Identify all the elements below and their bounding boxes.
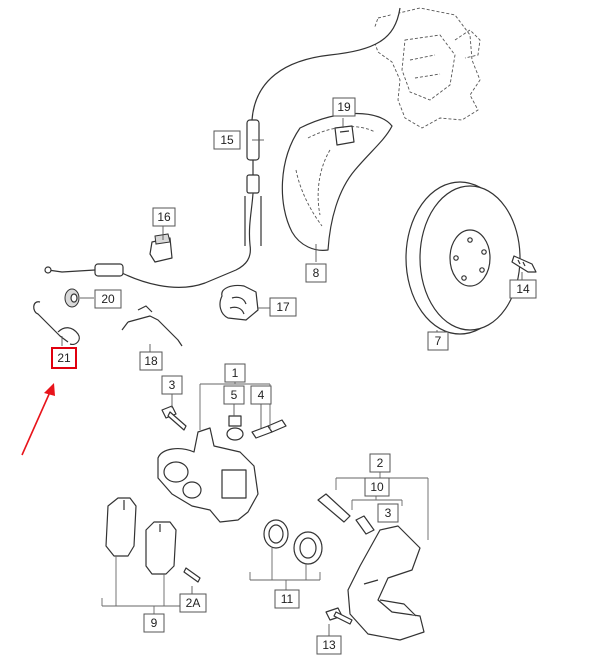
svg-text:20: 20 bbox=[101, 292, 115, 306]
svg-text:5: 5 bbox=[231, 388, 238, 402]
guide-bolt bbox=[251, 419, 287, 439]
svg-text:10: 10 bbox=[370, 480, 384, 494]
svg-text:7: 7 bbox=[435, 334, 442, 348]
svg-text:2A: 2A bbox=[186, 596, 201, 610]
guide-pin bbox=[183, 567, 201, 583]
group-brackets bbox=[101, 374, 429, 614]
bleeder-valve bbox=[226, 415, 244, 441]
callout-1[interactable]: 1 bbox=[224, 363, 246, 383]
brake-pads bbox=[105, 497, 177, 575]
brake-disc bbox=[405, 181, 521, 335]
svg-text:3: 3 bbox=[169, 378, 176, 392]
callout-9[interactable]: 9 bbox=[143, 613, 165, 633]
cable-bracket bbox=[121, 305, 183, 347]
sensor-cap bbox=[64, 288, 80, 308]
svg-text:13: 13 bbox=[322, 638, 336, 652]
svg-text:21: 21 bbox=[57, 351, 71, 365]
callout-20[interactable]: 20 bbox=[94, 289, 122, 309]
svg-text:16: 16 bbox=[157, 210, 171, 224]
svg-text:9: 9 bbox=[151, 616, 158, 630]
callout-11[interactable]: 11 bbox=[274, 589, 300, 609]
callout-4[interactable]: 4 bbox=[250, 385, 272, 405]
callout-3-left[interactable]: 3 bbox=[161, 375, 183, 395]
callout-18[interactable]: 18 bbox=[139, 351, 163, 371]
svg-text:3: 3 bbox=[385, 506, 392, 520]
brake-carrier bbox=[347, 525, 425, 641]
callout-15[interactable]: 15 bbox=[213, 130, 241, 150]
svg-text:11: 11 bbox=[281, 592, 294, 606]
svg-text:4: 4 bbox=[258, 388, 265, 402]
cable-clip bbox=[149, 233, 173, 263]
piston-seals bbox=[263, 519, 323, 565]
callout-2[interactable]: 2 bbox=[369, 453, 391, 473]
svg-text:18: 18 bbox=[144, 354, 158, 368]
svg-text:1: 1 bbox=[232, 366, 239, 380]
callout-19[interactable]: 19 bbox=[332, 97, 356, 117]
splash-shield bbox=[281, 113, 393, 251]
carrier-bolt bbox=[325, 607, 353, 625]
callout-3-right[interactable]: 3 bbox=[377, 503, 399, 523]
svg-text:14: 14 bbox=[516, 282, 530, 296]
callout-17[interactable]: 17 bbox=[269, 297, 297, 317]
svg-text:19: 19 bbox=[337, 100, 351, 114]
svg-text:2: 2 bbox=[377, 456, 384, 470]
leader-lines bbox=[61, 118, 523, 636]
retaining-spring bbox=[33, 301, 80, 345]
callout-8[interactable]: 8 bbox=[305, 263, 327, 283]
svg-text:15: 15 bbox=[220, 133, 234, 147]
callout-21-highlighted[interactable]: 21 bbox=[51, 347, 77, 369]
callout-10[interactable]: 10 bbox=[364, 477, 390, 497]
highlight-arrow bbox=[21, 383, 55, 456]
callout-2a[interactable]: 2A bbox=[179, 593, 207, 613]
svg-text:8: 8 bbox=[313, 266, 320, 280]
disc-screw bbox=[511, 255, 537, 273]
guide-sleeve bbox=[317, 493, 375, 535]
callout-5[interactable]: 5 bbox=[223, 385, 245, 405]
callout-14[interactable]: 14 bbox=[509, 279, 537, 299]
cable-grommet bbox=[219, 284, 259, 321]
svg-text:17: 17 bbox=[276, 300, 290, 314]
shield-clip bbox=[334, 125, 355, 146]
callout-7[interactable]: 7 bbox=[427, 331, 449, 351]
callout-13[interactable]: 13 bbox=[316, 635, 342, 655]
caliper-bolt-left bbox=[161, 405, 187, 431]
steering-knuckle bbox=[371, 7, 481, 129]
callout-16[interactable]: 16 bbox=[152, 207, 176, 227]
brake-caliper bbox=[157, 427, 259, 523]
